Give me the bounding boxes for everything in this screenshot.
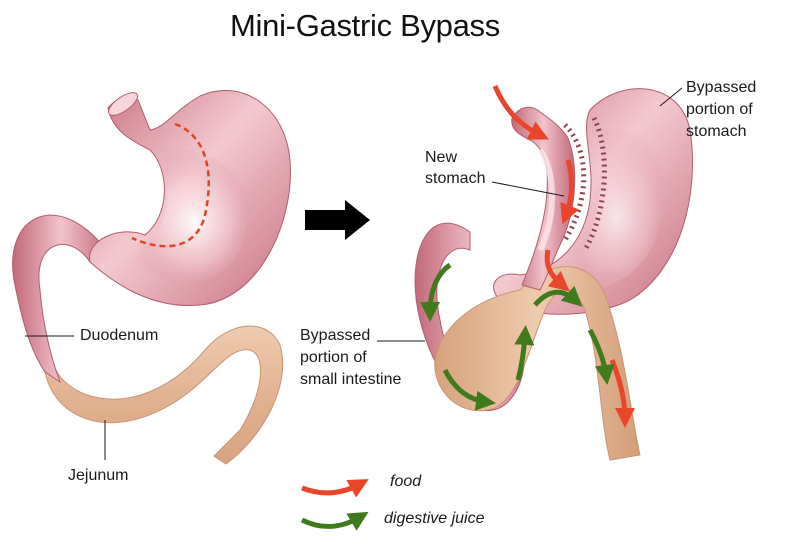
new-stomach-leader	[491, 181, 565, 197]
bypass-anatomy	[414, 85, 693, 461]
label-bypassed-stomach-line2: portion of	[686, 101, 753, 118]
legend-food-arrow	[301, 479, 369, 498]
label-new-stomach-line2: stomach	[425, 170, 486, 187]
label-bypassed-stomach-line3: stomach	[686, 123, 747, 140]
legend-food-label: food	[390, 473, 422, 490]
legend	[300, 479, 369, 531]
legend-juice-arrow	[300, 511, 369, 531]
label-bypassed-intestine-line1: Bypassed	[300, 327, 371, 344]
label-jejunum: Jejunum	[68, 467, 129, 484]
label-bypassed-stomach-line1: Bypassed	[686, 79, 757, 96]
label-new-stomach-line1: New	[425, 149, 458, 166]
juice-arrows	[420, 262, 615, 411]
label-duodenum: Duodenum	[80, 327, 159, 344]
page-title: Mini-Gastric Bypass	[230, 8, 500, 43]
label-bypassed-intestine-line2: portion of	[300, 349, 367, 366]
transition-arrow	[305, 200, 370, 240]
jejunum-shape	[44, 325, 284, 465]
legend-juice-label: digestive juice	[384, 510, 485, 527]
duodenum-shape	[12, 214, 111, 384]
label-bypassed-intestine-line3: small intestine	[300, 371, 402, 388]
bypassed-stomach-leader	[659, 87, 683, 107]
cut-line	[131, 122, 210, 248]
normal-anatomy	[12, 90, 291, 465]
